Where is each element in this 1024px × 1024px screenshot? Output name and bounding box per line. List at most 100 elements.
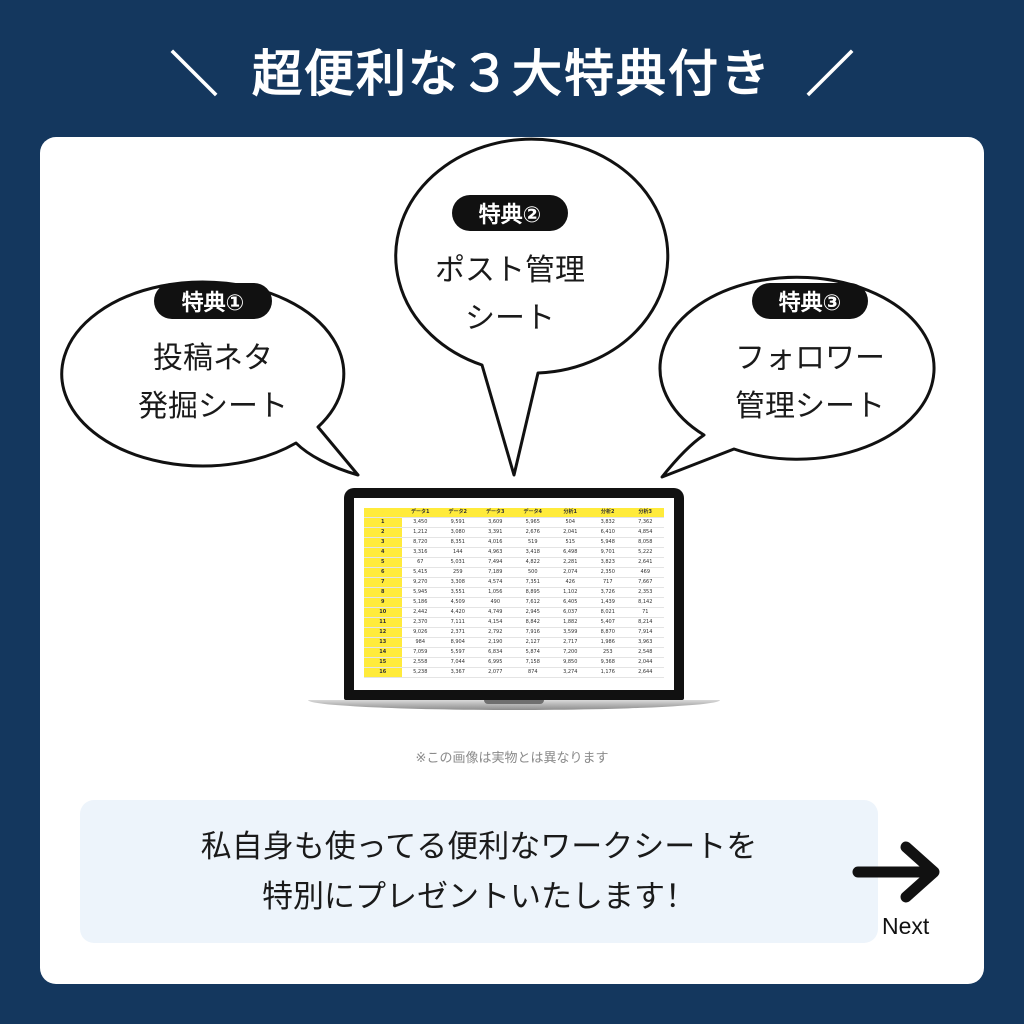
spreadsheet-header-cell: データ3 bbox=[476, 508, 514, 518]
spreadsheet-cell: 515 bbox=[551, 537, 589, 548]
bubble-1-line-2: 発掘シート bbox=[138, 389, 288, 424]
spreadsheet-cell: 3,308 bbox=[439, 577, 477, 588]
spreadsheet-cell: 3,080 bbox=[439, 527, 477, 538]
spreadsheet-cell: 4,574 bbox=[476, 577, 514, 588]
spreadsheet-cell: 8,895 bbox=[514, 587, 552, 598]
spreadsheet-cell: 2,041 bbox=[551, 527, 589, 538]
spreadsheet-cell: 2,281 bbox=[551, 557, 589, 568]
content-card: 特典① 投稿ネタ 発掘シート 特典② ポスト管理 シート 特典③ フォロワー 管… bbox=[40, 137, 984, 984]
spreadsheet-cell: 6,834 bbox=[476, 647, 514, 658]
spreadsheet-cell: 4,420 bbox=[439, 607, 477, 618]
spreadsheet-cell: 7,494 bbox=[476, 557, 514, 568]
spreadsheet-cell: 5,945 bbox=[401, 587, 439, 598]
spreadsheet-row-number: 7 bbox=[364, 577, 402, 588]
spreadsheet-row-number: 9 bbox=[364, 597, 402, 608]
spreadsheet-cell: 144 bbox=[439, 547, 477, 558]
spreadsheet-cell: 2,190 bbox=[476, 637, 514, 648]
spreadsheet-cell: 1,439 bbox=[589, 597, 627, 608]
spreadsheet-cell: 8,720 bbox=[401, 537, 439, 548]
spreadsheet-row-number: 12 bbox=[364, 627, 402, 638]
spreadsheet-header-cell: 分析1 bbox=[551, 508, 589, 518]
spreadsheet-cell: 1,176 bbox=[589, 667, 627, 678]
right-slash: ／ bbox=[806, 47, 855, 103]
spreadsheet-cell: 7,914 bbox=[626, 627, 664, 638]
spreadsheet-cell: 3,963 bbox=[626, 637, 664, 648]
bubble-3-line-1: フォロワー bbox=[735, 341, 885, 376]
spreadsheet-cell: 984 bbox=[401, 637, 439, 648]
spreadsheet-cell: 9,270 bbox=[401, 577, 439, 588]
spreadsheet-cell: 8,904 bbox=[439, 637, 477, 648]
spreadsheet-cell: 2,370 bbox=[401, 617, 439, 628]
spreadsheet-cell: 3,832 bbox=[589, 517, 627, 528]
spreadsheet-cell: 3,599 bbox=[551, 627, 589, 638]
spreadsheet-cell: 5,407 bbox=[589, 617, 627, 628]
spreadsheet-header-cell: データ2 bbox=[439, 508, 477, 518]
next-button-label[interactable]: Next bbox=[882, 913, 930, 939]
spreadsheet-row-number: 6 bbox=[364, 567, 402, 578]
spreadsheet-cell: 426 bbox=[551, 577, 589, 588]
bubble-1-tag: 特典① bbox=[154, 283, 272, 319]
spreadsheet-cell: 5,186 bbox=[401, 597, 439, 608]
spreadsheet-cell: 7,667 bbox=[626, 577, 664, 588]
spreadsheet-cell: 4,822 bbox=[514, 557, 552, 568]
spreadsheet-cell: 5,031 bbox=[439, 557, 477, 568]
spreadsheet-cell: 2,371 bbox=[439, 627, 477, 638]
bubble-1-text: 投稿ネタ 発掘シート bbox=[113, 335, 313, 431]
spreadsheet-cell: 6,498 bbox=[551, 547, 589, 558]
spreadsheet-cell: 2,676 bbox=[514, 527, 552, 538]
spreadsheet-cell: 9,591 bbox=[439, 517, 477, 528]
spreadsheet-cell: 9,368 bbox=[589, 657, 627, 668]
spreadsheet-cell: 7,111 bbox=[439, 617, 477, 628]
message-line-1: 私自身も使ってる便利なワークシートを bbox=[200, 828, 758, 865]
spreadsheet-cell: 8,351 bbox=[439, 537, 477, 548]
spreadsheet-cell: 3,367 bbox=[439, 667, 477, 678]
spreadsheet-row-number: 14 bbox=[364, 647, 402, 658]
message-box: 私自身も使ってる便利なワークシートを 特別にプレゼントいたします！ bbox=[80, 800, 878, 943]
spreadsheet-cell: 5,948 bbox=[589, 537, 627, 548]
spreadsheet-cell: 2,558 bbox=[401, 657, 439, 668]
bubble-2-line-2: シート bbox=[465, 301, 555, 336]
speech-bubble-3 bbox=[658, 275, 936, 479]
spreadsheet-row-number: 8 bbox=[364, 587, 402, 598]
spreadsheet-cell: 5,874 bbox=[514, 647, 552, 658]
spreadsheet-cell: 3,726 bbox=[589, 587, 627, 598]
spreadsheet-cell: 259 bbox=[439, 567, 477, 578]
spreadsheet-cell: 1,102 bbox=[551, 587, 589, 598]
spreadsheet-row-number: 3 bbox=[364, 537, 402, 548]
spreadsheet-cell: 2,792 bbox=[476, 627, 514, 638]
spreadsheet-cell: 2,044 bbox=[626, 657, 664, 668]
spreadsheet-header-cell: 分析2 bbox=[589, 508, 627, 518]
spreadsheet-corner-cell bbox=[364, 508, 402, 518]
spreadsheet-cell: 5,415 bbox=[401, 567, 439, 578]
spreadsheet-cell: 6,410 bbox=[589, 527, 627, 538]
spreadsheet-header-cell: データ1 bbox=[401, 508, 439, 518]
spreadsheet-cell: 2,945 bbox=[514, 607, 552, 618]
spreadsheet-cell: 6,405 bbox=[551, 597, 589, 608]
spreadsheet-cell: 2,717 bbox=[551, 637, 589, 648]
spreadsheet-cell: 5,222 bbox=[626, 547, 664, 558]
spreadsheet-cell: 2,353 bbox=[626, 587, 664, 598]
arrow-right-icon[interactable] bbox=[848, 837, 948, 907]
spreadsheet-cell: 7,612 bbox=[514, 597, 552, 608]
spreadsheet-cell: 504 bbox=[551, 517, 589, 528]
spreadsheet-cell: 3,823 bbox=[589, 557, 627, 568]
spreadsheet-cell: 5,597 bbox=[439, 647, 477, 658]
bubble-3-tag: 特典③ bbox=[752, 283, 868, 319]
spreadsheet-cell: 71 bbox=[626, 607, 664, 618]
spreadsheet-cell: 67 bbox=[401, 557, 439, 568]
spreadsheet-cell: 2,350 bbox=[589, 567, 627, 578]
